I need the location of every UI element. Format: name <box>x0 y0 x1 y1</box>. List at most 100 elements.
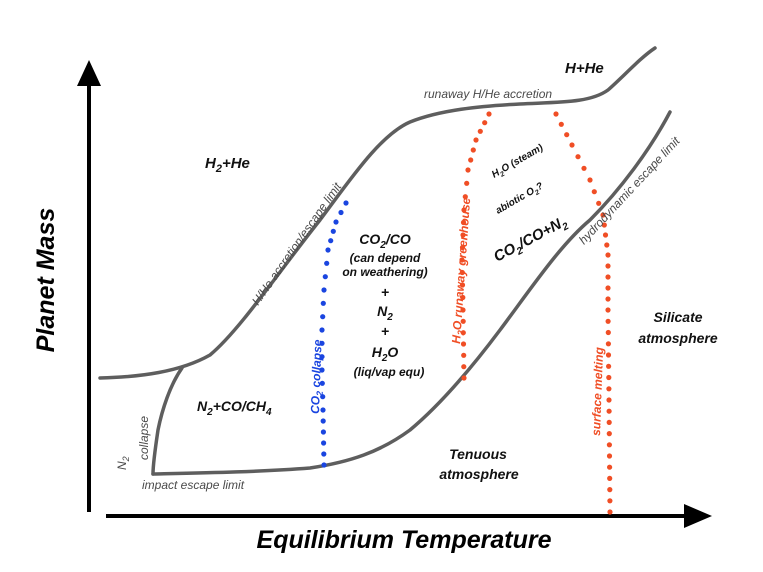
h2o-runaway-dot <box>461 352 467 358</box>
surface-melting-dot <box>606 397 612 403</box>
n2-collapse-curve <box>151 366 184 476</box>
h2o-runaway-dot <box>486 111 492 117</box>
surface-melting-dot <box>605 341 612 347</box>
surface-melting-dot <box>600 212 606 218</box>
h2o-runaway-dot <box>459 244 466 251</box>
x-axis-title: Equilibrium Temperature <box>257 526 552 554</box>
co2-region-note-2: on weathering) <box>342 265 427 279</box>
co2-collapse-dot <box>319 327 325 333</box>
surface-melting-dot <box>596 200 602 206</box>
co2-region-n2: N2 <box>377 303 393 323</box>
h-he-region: H+He <box>565 60 604 77</box>
hhe-limit-label: H/He accretion/escape limit <box>249 180 345 308</box>
h2o-runaway-dot <box>460 294 466 301</box>
surface-melting-boundary <box>553 111 613 515</box>
surface-melting-dot <box>606 408 612 414</box>
surface-melting-dot <box>558 121 564 127</box>
surface-melting-dot <box>605 296 611 302</box>
co2-co-region-title: CO2/CO <box>359 231 411 251</box>
surface-melting-dot <box>606 453 613 459</box>
abiotic-o2-region: abiotic O2? <box>494 181 546 219</box>
h2o-runaway-dot <box>460 341 467 347</box>
co2-collapse-dot <box>325 247 331 253</box>
co2-collapse-dot <box>319 340 325 346</box>
co2-collapse-dot <box>322 274 328 280</box>
surface-melting-dot <box>606 442 613 448</box>
co2-collapse-dot <box>338 209 344 216</box>
h2o-runaway-dot <box>460 219 467 226</box>
n2-co-ch4-region: N2+CO/CH4 <box>197 398 272 418</box>
hydrodynamic-escape-limit-curve <box>151 110 672 476</box>
surface-melting-dot <box>605 263 611 269</box>
surface-melting-dot <box>602 232 609 238</box>
y-axis <box>77 60 101 512</box>
co2-collapse-dot <box>319 380 325 386</box>
hhe-accretion-escape-limit-curve <box>98 46 657 380</box>
surface-melting-dot <box>601 222 607 228</box>
surface-melting-dot <box>575 154 581 160</box>
h2o-steam-region: H2O (steam) <box>490 142 547 182</box>
co2-collapse-dot <box>321 440 327 446</box>
silicate-region-2: atmosphere <box>638 330 718 346</box>
h2o-runaway-dot <box>460 318 466 324</box>
co2-collapse-dot <box>324 260 330 266</box>
surface-melting-dot <box>605 307 611 313</box>
co2-collapse-dot <box>321 451 327 457</box>
co2-collapse-dot <box>333 219 339 225</box>
surface-melting-dot <box>553 111 559 117</box>
h2o-runaway-dot <box>461 207 467 213</box>
surface-melting-dot <box>605 329 611 336</box>
co2-collapse-dot <box>320 407 326 413</box>
surface-melting-dot <box>581 165 587 171</box>
surface-melting-dot <box>604 242 610 248</box>
co2-collapse-dot <box>328 238 334 244</box>
surface-melting-dot <box>607 498 613 504</box>
co2-region-liqvap: (liq/vap equ) <box>354 365 425 379</box>
surface-melting-dot <box>605 285 611 291</box>
surface-melting-dot <box>605 274 611 280</box>
co2-region-plus-1: + <box>381 284 389 300</box>
surface-melting-dot <box>607 475 613 481</box>
surface-melting-dot <box>606 431 612 437</box>
runaway-accretion-label: runaway H/He accretion <box>424 87 552 101</box>
h2o-runaway-dot <box>459 282 466 288</box>
co2-collapse-dot <box>343 200 349 206</box>
co2-collapse-dot <box>321 462 327 468</box>
co2-region-note-1: (can depend <box>350 251 421 265</box>
y-axis-title: Planet Mass <box>32 208 60 353</box>
h2o-runaway-dot <box>477 128 483 134</box>
surface-melting-dot <box>606 419 612 425</box>
surface-melting-dot <box>564 132 570 138</box>
co2-collapse-dot <box>319 354 325 360</box>
h2o-runaway-dot <box>468 157 474 163</box>
co2-collapse-boundary <box>319 200 349 468</box>
surface-melting-dot <box>606 374 612 381</box>
surface-melting-dot <box>607 464 613 470</box>
h2o-runaway-dot <box>470 147 476 153</box>
h2o-runaway-dot <box>462 194 468 200</box>
surface-melting-dot <box>605 252 611 258</box>
h2o-runaway-dot <box>464 180 470 186</box>
impact-escape-label: impact escape limit <box>142 478 245 492</box>
surface-melting-dot <box>606 386 612 392</box>
h2o-runaway-label: H2O runaway greenhouse <box>449 197 475 344</box>
n2-collapse-label: N2 <box>115 456 131 470</box>
n2-collapse-label-2: collapse <box>137 416 151 460</box>
co2-collapse-dot <box>321 287 327 293</box>
x-axis <box>106 504 712 528</box>
h2o-runaway-dot <box>459 257 465 263</box>
co2-collapse-label: CO2 collapse <box>308 339 327 414</box>
tenuous-region-2: atmosphere <box>439 466 519 482</box>
silicate-region-1: Silicate <box>653 309 702 325</box>
x-axis-arrowhead-icon <box>684 504 712 528</box>
surface-melting-dot <box>606 363 612 369</box>
surface-melting-label: surface melting <box>589 346 606 436</box>
surface-melting-dot <box>605 318 611 324</box>
co2-collapse-dot <box>320 300 326 306</box>
h2o-runaway-dot <box>473 137 479 143</box>
h2o-runaway-dot <box>460 307 466 313</box>
tenuous-region-1: Tenuous <box>449 446 507 462</box>
h2o-runaway-dot <box>460 330 466 336</box>
co2-collapse-dot <box>320 314 326 320</box>
